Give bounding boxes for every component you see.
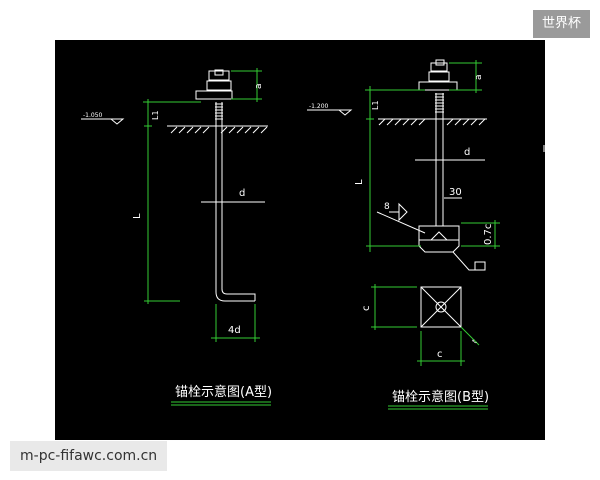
plan-diag-2-b [420,286,462,328]
caption-b: 锚栓示意图(B型) [392,389,489,405]
nut-lower-b [428,71,450,82]
anchor-bolt-drawing: -1.050 a L1 L [81,59,545,410]
plan-c-side-label-b: c [361,306,372,312]
cad-drawing-canvas: -1.050 a L1 L [55,40,545,440]
elevation-triangle-a [109,118,125,125]
dim-d-label-b: d [464,147,470,158]
base-plate-b [418,81,458,91]
nut-upper-a [208,70,230,81]
bolt-top-b [435,59,445,66]
ground-hatch-a [170,126,268,134]
bolt-thread-b [435,93,444,113]
anchor-bolt-b: -1.200 a [307,59,545,410]
caption-a: 锚栓示意图(A型) [175,384,272,400]
plan-t-leader-b [460,326,480,346]
anchor-weld-b [429,231,449,241]
dim-07c-label-b: 0.7c [483,224,494,245]
dim-a-label-a: a [254,83,264,89]
elevation-triangle-b [337,109,353,116]
dim-l-label-b: L [354,179,365,185]
bolt-thread-a [215,103,223,120]
dim-l1-label-a: L1 [151,110,160,120]
plan-t-label-b: t [471,338,479,346]
bolt-shaft-a [215,102,256,302]
dim-l1-label-b: L1 [371,100,380,110]
weld-symbol-b [398,202,408,222]
dim-30-label-b: 30 [449,187,462,198]
plate-leader-b [452,251,481,271]
bolt-top-a [214,69,224,76]
dim-a-label-b: a [474,74,484,80]
ground-hatch-b [378,118,486,126]
nut-lower-a [206,80,232,91]
weld-size-label-b: 8 [384,202,390,212]
base-plate-a [195,90,233,100]
elevation-label-b: -1.200 [309,103,329,110]
dim-4d-label-a: 4d [228,325,241,336]
dim-l-label-a: L [132,213,143,219]
plate-tag-b [474,261,486,271]
watermark-corner-label: 世界杯 [532,10,590,38]
plan-bolt-hole-b [435,301,447,313]
watermark-url: m-pc-fifawc.com.cn [10,441,168,471]
dim-d-label-a: d [239,188,245,199]
weld-leader-b [376,211,426,234]
elevation-label-a: -1.050 [83,112,103,119]
plan-c-bottom-label-b: c [437,349,443,360]
plan-plate-b [420,286,462,328]
anchor-plate-b [418,225,460,253]
anchor-bolt-a: -1.050 a L1 L [81,68,272,406]
nut-upper-b [430,62,448,72]
